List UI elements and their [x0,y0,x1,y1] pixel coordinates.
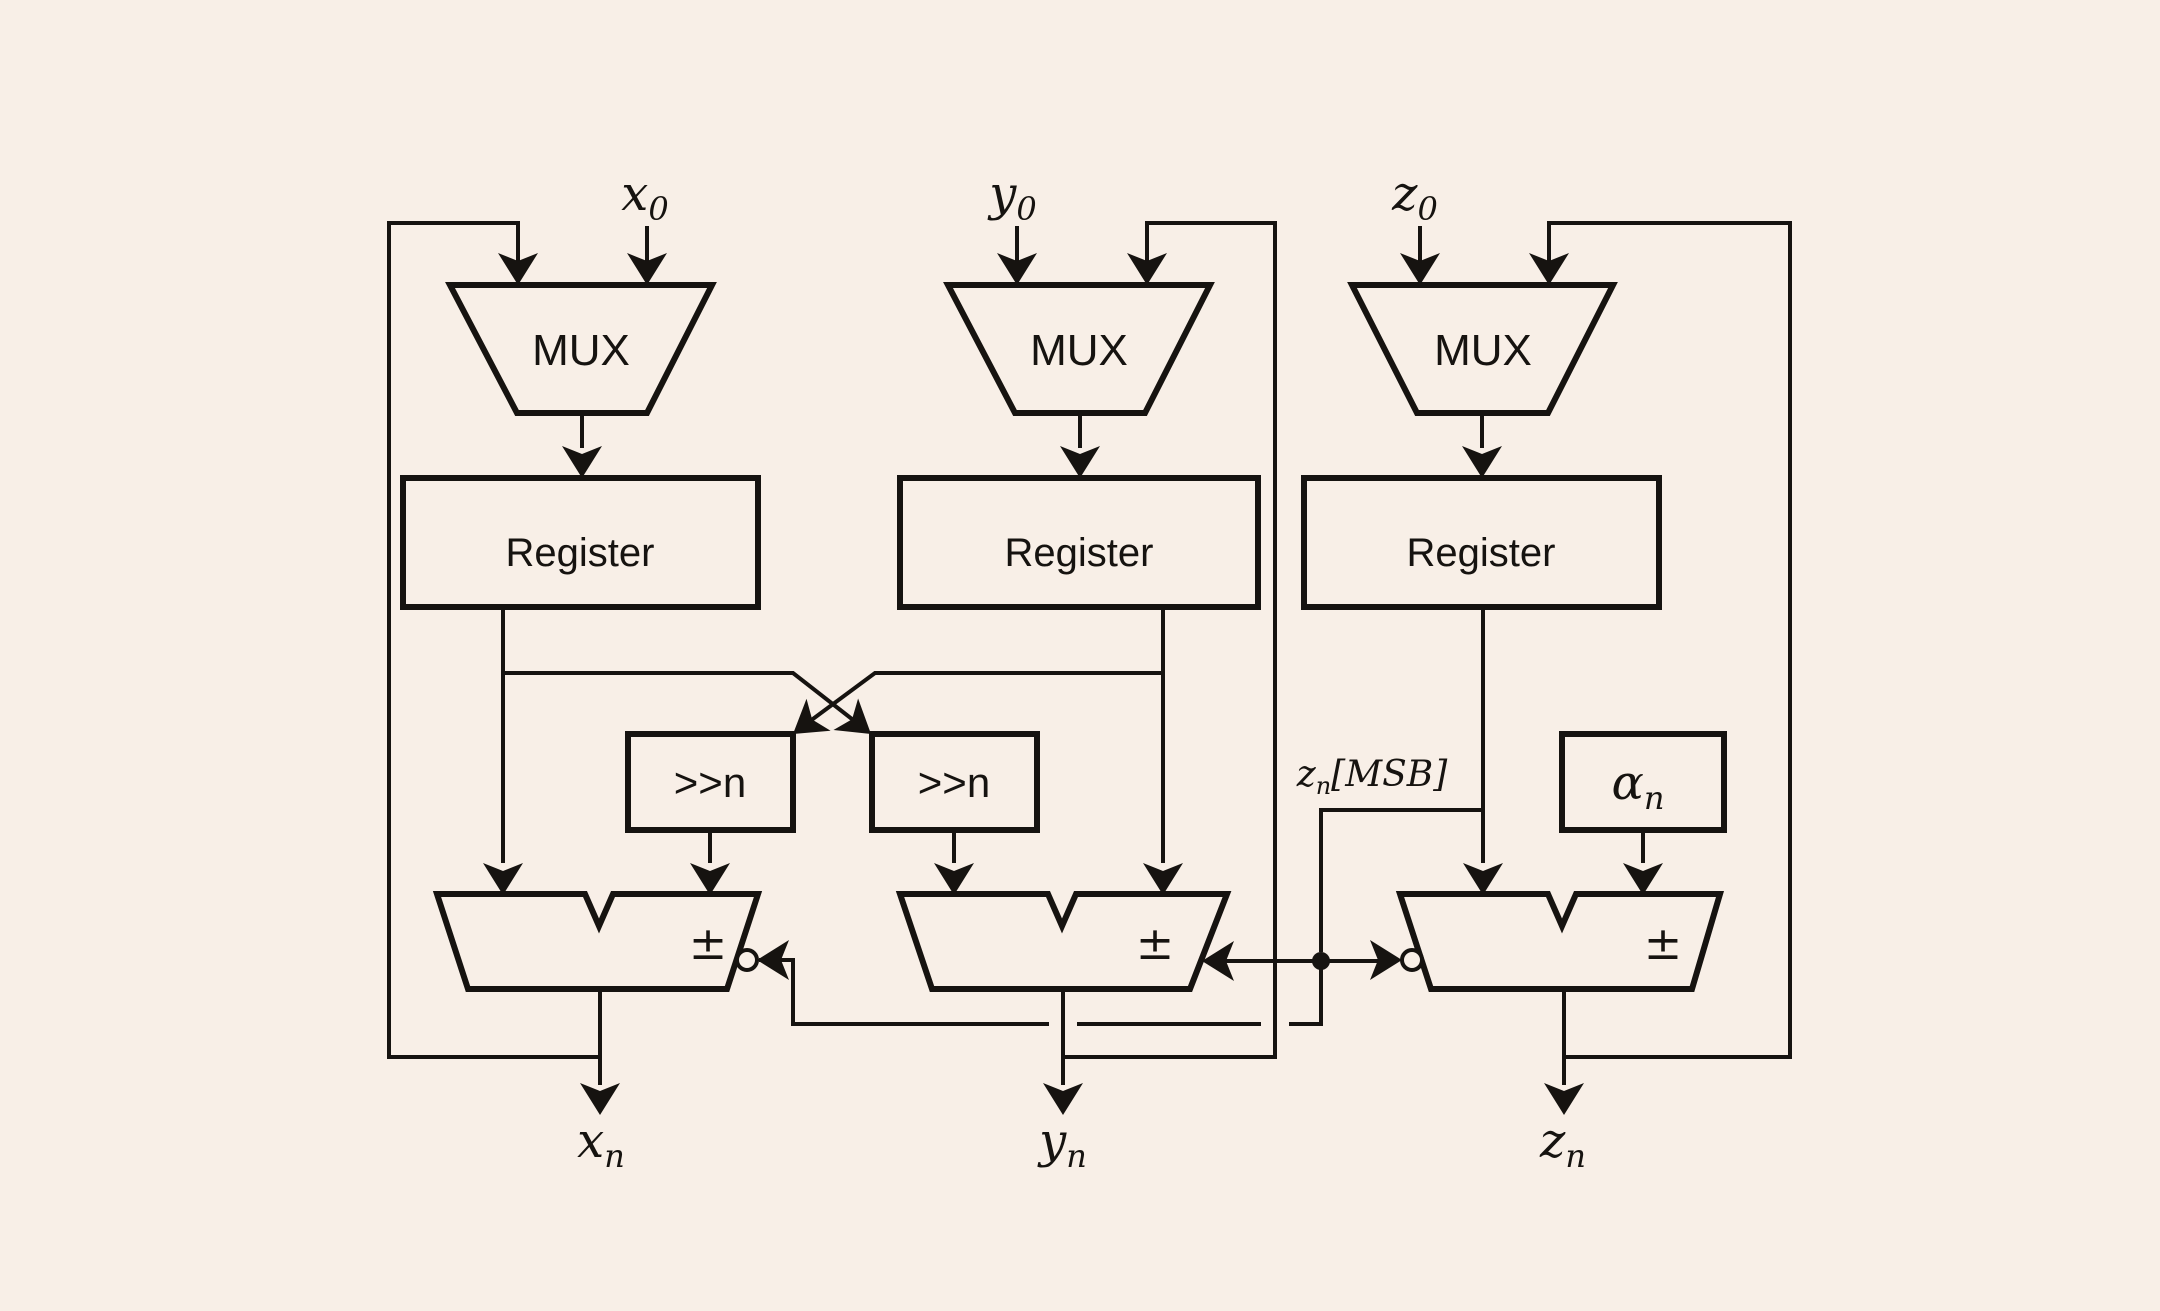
mux-y-shape [943,282,1215,416]
adder-x: ± [432,891,763,992]
label-zn: zn [1539,1113,1586,1175]
arrowhead-zn-output [1544,1083,1584,1115]
label-x0-base: x [621,166,648,222]
register-x-label: Register [506,531,655,575]
wire-msb-tap [1319,808,1483,952]
label-zn-base: z [1539,1113,1566,1169]
label-zn-msb: zn[MSB] [1296,754,1448,800]
arrowhead-into-register-y [1060,446,1100,478]
label-x0: x0 [621,166,668,228]
adder-z-invert-bubble [1400,948,1424,972]
register-y-label: Register [1005,531,1154,575]
wire-y-to-left-shifter [796,671,1163,732]
wire-z-feedback-loop [1547,221,1792,1059]
mux-y-label: MUX [1030,326,1128,375]
label-y0-sub: 0 [1016,190,1036,228]
alpha-base: α [1611,755,1643,811]
register-x-shape [400,475,761,610]
label-y0: y0 [987,166,1036,228]
label-x0-sub: 0 [648,190,668,228]
label-zn-msb-sub: n [1316,772,1331,800]
column-z: z0 MUX Register zn[MSB] [757,166,1792,1175]
adder-z: ± [1395,891,1725,992]
label-xn-base: x [577,1113,604,1169]
wire-x-feedback-loop [387,221,600,1059]
arrowhead-into-register-x [562,446,602,478]
label-z0: z0 [1391,166,1438,228]
label-yn-base: y [1037,1113,1067,1169]
shifter-right-label: >>n [918,759,990,806]
mux-y: MUX [943,282,1215,416]
column-y: y0 MUX Register ± yn [780,166,1277,1175]
mux-x-shape [445,282,717,416]
mux-z-label: MUX [1434,326,1532,375]
label-xn: xn [577,1113,625,1175]
adder-z-shape [1395,891,1725,992]
register-z: Register [1301,475,1662,610]
adder-y-operator: ± [1136,916,1175,970]
adder-x-invert-bubble [735,948,759,972]
adder-x-operator: ± [689,916,728,970]
adder-z-operator: ± [1644,916,1683,970]
shifter-right: >>n [869,731,1040,895]
register-y: Register [897,475,1261,610]
shifter-left-shape [625,731,796,833]
arrowhead-into-adder-x-right [690,863,730,895]
alpha-box-shape [1559,731,1727,833]
mux-x: MUX [445,282,717,416]
register-z-label: Register [1407,531,1556,575]
arrowhead-yn-output [1043,1083,1083,1115]
register-z-shape [1301,475,1662,610]
label-zn-msb-suffix: [MSB] [1331,754,1448,795]
alpha-box: αn [1559,731,1727,833]
wire-y-feedback-loop [1063,221,1277,1059]
arrowhead-into-adder-z-left [1463,863,1503,895]
arrowhead-into-adder-z-right [1623,863,1663,895]
adder-y-shape [895,891,1232,992]
mux-z-shape [1347,282,1618,416]
label-xn-sub: n [604,1137,625,1175]
wire-x-to-right-shifter [503,671,868,732]
arrowhead-into-adder-y-left [934,863,974,895]
alpha-box-label: αn [1611,755,1664,817]
arrowhead-into-adder-y-right [1143,863,1183,895]
label-z0-sub: 0 [1417,190,1437,228]
label-z0-base: z [1391,166,1418,222]
arrowhead-into-adder-x-left [483,863,523,895]
alpha-sub: n [1644,779,1665,817]
label-yn: yn [1037,1113,1087,1175]
arrowhead-into-register-z [1462,446,1502,478]
shifter-right-shape [869,731,1040,833]
mux-x-label: MUX [532,326,630,375]
label-yn-sub: n [1066,1137,1087,1175]
shifter-left-label: >>n [674,759,746,806]
mux-z: MUX [1347,282,1618,416]
shifter-left: >>n [625,731,796,895]
adder-y: ± [895,891,1232,992]
label-zn-sub: n [1565,1137,1586,1175]
label-y0-base: y [987,166,1017,222]
label-zn-msb-base: z [1296,754,1317,795]
column-x: x0 MUX Register ± xn [387,166,884,1175]
register-y-shape [897,475,1261,610]
arrowhead-xn-output [580,1083,620,1115]
adder-x-shape [432,891,763,992]
register-x: Register [400,475,761,610]
